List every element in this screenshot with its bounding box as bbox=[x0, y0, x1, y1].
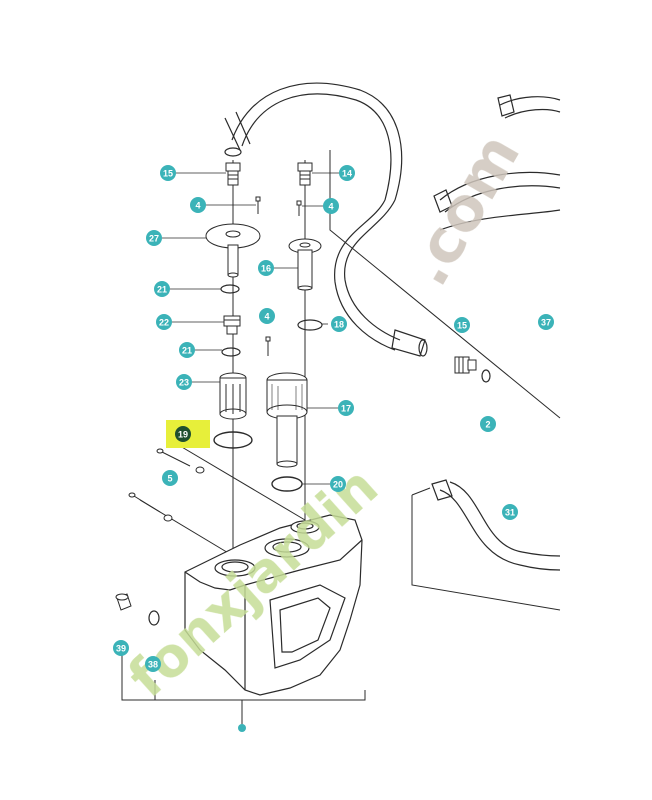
o-ring-2 bbox=[481, 369, 491, 383]
svg-text:23: 23 bbox=[179, 378, 189, 388]
bracket-37 bbox=[329, 150, 561, 419]
sender-17 bbox=[266, 372, 308, 468]
screw-4-right bbox=[296, 200, 302, 216]
svg-text:4: 4 bbox=[328, 202, 333, 212]
callout-18[interactable]: 18 bbox=[331, 316, 347, 332]
callout-39[interactable]: 39 bbox=[113, 640, 129, 656]
hose-top bbox=[224, 82, 403, 201]
bracket-31 bbox=[411, 487, 561, 611]
leader-lines bbox=[139, 160, 306, 570]
flange-27 bbox=[205, 223, 261, 278]
o-ring-18 bbox=[297, 319, 323, 331]
callout-14[interactable]: 14 bbox=[339, 165, 355, 181]
hose-return bbox=[334, 199, 428, 357]
svg-text:15: 15 bbox=[457, 321, 467, 331]
callout-17[interactable]: 17 bbox=[338, 400, 354, 416]
bolt-upper bbox=[156, 448, 205, 474]
svg-text:21: 21 bbox=[182, 346, 192, 356]
callout-2[interactable]: 2 bbox=[480, 416, 496, 432]
bottom-bracket bbox=[121, 655, 366, 725]
callout-19[interactable]: 19 bbox=[175, 426, 191, 442]
washer-38 bbox=[148, 610, 160, 626]
fuel-tank bbox=[184, 514, 363, 696]
callout-21-upper[interactable]: 21 bbox=[154, 281, 170, 297]
svg-text:38: 38 bbox=[148, 660, 158, 670]
svg-text:14: 14 bbox=[342, 169, 352, 179]
flange-16 bbox=[288, 238, 322, 291]
fitting-14 bbox=[297, 162, 313, 186]
callout-badges: 15 14 4 4 27 16 21 22 4 18 21 23 17 19 5… bbox=[113, 165, 554, 672]
callout-27[interactable]: 27 bbox=[146, 230, 162, 246]
svg-text:31: 31 bbox=[505, 508, 515, 518]
bottom-marker bbox=[238, 724, 246, 732]
bolt-lower bbox=[128, 492, 173, 522]
o-ring-21-lower bbox=[221, 347, 241, 357]
callout-4-left[interactable]: 4 bbox=[190, 197, 206, 213]
callout-37[interactable]: 37 bbox=[538, 314, 554, 330]
o-ring-19 bbox=[213, 431, 253, 449]
svg-text:5: 5 bbox=[167, 474, 172, 484]
callout-4-right[interactable]: 4 bbox=[323, 198, 339, 214]
hose-37 bbox=[433, 94, 561, 231]
svg-text:16: 16 bbox=[261, 264, 271, 274]
drain-plug-39 bbox=[115, 593, 132, 611]
o-ring-20 bbox=[271, 476, 303, 492]
screw-4-mid bbox=[265, 336, 271, 356]
callout-38[interactable]: 38 bbox=[145, 656, 161, 672]
watermark-com: .com bbox=[392, 122, 534, 297]
callout-20[interactable]: 20 bbox=[330, 476, 346, 492]
callout-15-right[interactable]: 15 bbox=[454, 317, 470, 333]
callout-21-lower[interactable]: 21 bbox=[179, 342, 195, 358]
callout-15-left[interactable]: 15 bbox=[160, 165, 176, 181]
hose-31 bbox=[431, 479, 561, 571]
adapter-22 bbox=[223, 315, 241, 335]
svg-text:19: 19 bbox=[178, 430, 188, 440]
svg-text:17: 17 bbox=[341, 404, 351, 414]
callout-5[interactable]: 5 bbox=[162, 470, 178, 486]
callout-4-mid[interactable]: 4 bbox=[259, 308, 275, 324]
screw-4-left bbox=[255, 196, 261, 214]
svg-text:37: 37 bbox=[541, 318, 551, 328]
svg-text:4: 4 bbox=[195, 201, 200, 211]
svg-text:4: 4 bbox=[264, 312, 269, 322]
svg-text:20: 20 bbox=[333, 480, 343, 490]
callout-23[interactable]: 23 bbox=[176, 374, 192, 390]
callout-31[interactable]: 31 bbox=[502, 504, 518, 520]
fitting-15-right bbox=[454, 356, 477, 374]
filter-23 bbox=[219, 372, 247, 420]
svg-text:39: 39 bbox=[116, 644, 126, 654]
o-ring-21-upper bbox=[220, 284, 240, 294]
svg-text:2: 2 bbox=[485, 420, 490, 430]
svg-text:27: 27 bbox=[149, 234, 159, 244]
callout-16[interactable]: 16 bbox=[258, 260, 274, 276]
fitting-15-left bbox=[225, 162, 241, 186]
svg-text:18: 18 bbox=[334, 320, 344, 330]
svg-text:22: 22 bbox=[159, 318, 169, 328]
svg-text:21: 21 bbox=[157, 285, 167, 295]
callout-22[interactable]: 22 bbox=[156, 314, 172, 330]
svg-text:15: 15 bbox=[163, 169, 173, 179]
